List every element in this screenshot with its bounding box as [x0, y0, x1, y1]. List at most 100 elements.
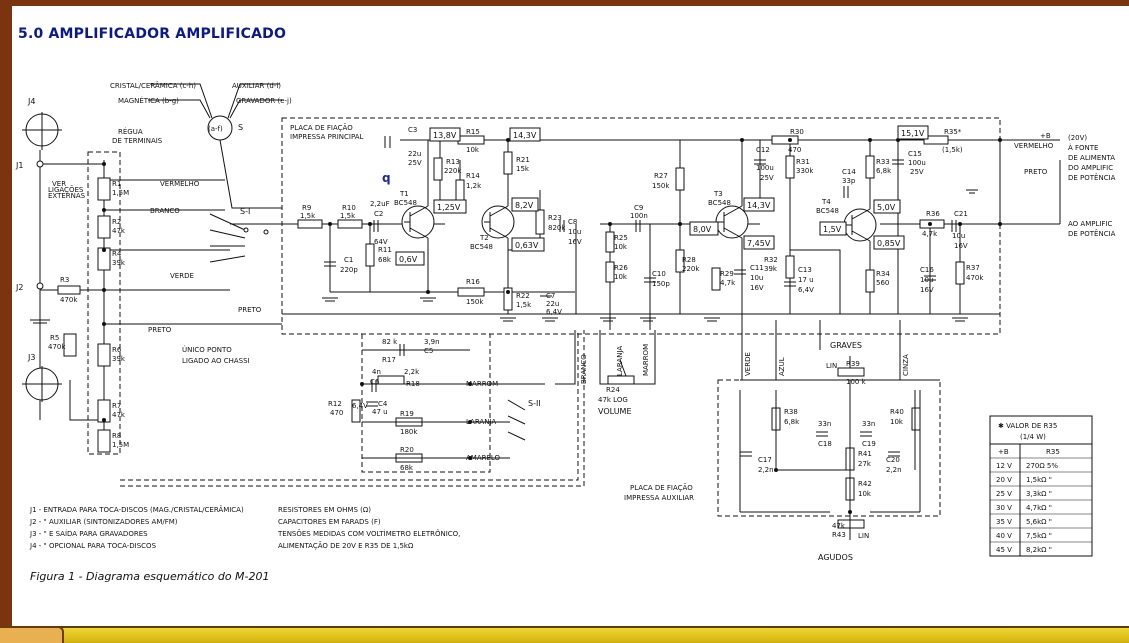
label-r12: R12 [328, 400, 342, 408]
wire-vermelho-out: VERMELHO [1014, 142, 1054, 150]
label-r6-value: 39k [112, 355, 126, 363]
label-regua: RÉGUA [118, 127, 143, 136]
label-fonte-1: (20V) [1068, 134, 1087, 142]
label-c3-value: 22u [408, 150, 421, 158]
r35-table-title: ✱ VALOR DE R35 [998, 422, 1057, 430]
label-r7: R7 [112, 402, 121, 410]
wire-branco: BRANCO [150, 207, 180, 215]
label-r17-value: 82 k [382, 338, 398, 346]
label-r8-value: 1,5M [112, 441, 129, 449]
connector-j1 [36, 160, 44, 168]
label-r3: R3 [60, 276, 69, 284]
legend-j4: J4 - " OPCIONAL PARA TOCA-DISCOS [29, 542, 157, 550]
label-t3-type: BC548 [708, 199, 731, 207]
label-t2-type: BC548 [470, 243, 493, 251]
label-r28: R28 [682, 256, 696, 264]
label-r27-value: 150k [652, 182, 670, 190]
label-placa-1: PLACA DE FIAÇÃO [290, 123, 353, 132]
legend-j2: J2 - " AUXILIAR (SINTONIZADORES AM/FM) [29, 518, 178, 526]
label-r1-value: 1,5M [112, 189, 129, 197]
wire-marrom: MARROM [466, 380, 498, 388]
label-c9-value: 100n [630, 212, 648, 220]
voltage-14-3a: 14,3V [513, 131, 537, 140]
voltage-8-2: 8,2V [515, 201, 534, 210]
label-r15-value: 10k [466, 146, 480, 154]
bottom-tab[interactable] [0, 626, 64, 643]
wire-azul-v: AZUL [778, 357, 786, 376]
label-r29: R29 [720, 270, 734, 278]
label-cristal: CRISTAL/CERÂMICA (c-h) [110, 81, 196, 90]
note-supply: ALIMENTAÇÃO DE 20V E R35 DE 1,5kΩ [278, 541, 414, 550]
label-r22: R22 [516, 292, 530, 300]
voltage-0-85: 0,85V [877, 239, 901, 248]
label-magnetica: MAGNÉTICA (b-g) [118, 96, 179, 105]
label-fonte-4: DO AMPLIFIC [1068, 164, 1113, 172]
label-c2-voltage: 64V [374, 238, 388, 246]
label-c1: C1 [344, 256, 353, 264]
terminal-strip-outline [87, 151, 121, 455]
label-r1: R1 [112, 180, 121, 188]
label-c20: C20 [886, 456, 900, 464]
label-c21: C21 [954, 210, 968, 218]
label-aux-1: PLACA DE FIAÇÃO [630, 483, 693, 492]
label-r25: R25 [614, 234, 628, 242]
label-r16: R16 [466, 278, 480, 286]
main-board-outline [281, 117, 1001, 335]
label-ver-1: VER [52, 180, 66, 188]
wire-preto: PRETO [238, 306, 262, 314]
label-r35-value: (1,5k) [942, 146, 963, 154]
wire-vermelho: VERMELHO [160, 180, 200, 188]
label-r41-value: 27k [858, 460, 872, 468]
label-plus-b: +B [1040, 132, 1051, 140]
label-c19: C19 [862, 440, 876, 448]
transistor-t4 [843, 208, 877, 242]
label-r20: R20 [400, 446, 414, 454]
label-r29-value: 4,7k [720, 279, 736, 287]
r35-row-4-b: 30 V [996, 504, 1012, 512]
label-c8: C8 [568, 218, 577, 226]
label-c7: C7 [546, 292, 555, 300]
voltage-7-45: 7,45V [747, 239, 771, 248]
label-r39: R39 [846, 360, 860, 368]
label-r10: R10 [342, 204, 356, 212]
label-c17-value: 2,2n [758, 466, 774, 474]
label-fonte-5: DE POTÊNCIA [1068, 173, 1116, 182]
label-r23: R23 [548, 214, 562, 222]
wire-laranja-v: LARANJA [616, 346, 624, 376]
label-r4: R4 [112, 250, 122, 258]
label-r24: R24 [606, 386, 620, 394]
label-c8-value: 10u [568, 228, 581, 236]
label-r37: R37 [966, 264, 980, 272]
label-r34: R34 [876, 270, 890, 278]
label-c15-value: 100u [908, 159, 926, 167]
label-r19: R19 [400, 410, 414, 418]
label-c3-voltage: 25V [408, 159, 422, 167]
label-selector-s: S [238, 123, 243, 132]
label-c16-voltage: 16V [920, 286, 934, 294]
label-fonte-2: À FONTE [1068, 143, 1099, 152]
label-r26-value: 10k [614, 273, 628, 281]
label-r10-value: 1,5k [340, 212, 356, 220]
label-c15-voltage: 25V [910, 168, 924, 176]
label-c9: C9 [634, 204, 643, 212]
label-r14: R14 [466, 172, 480, 180]
label-r36-value: 4,7k [922, 230, 938, 238]
shield-wire [120, 330, 579, 481]
label-t2: T2 [479, 234, 489, 242]
wire-laranja: LARANJA [466, 418, 496, 426]
wire-verde-v: VERDE [744, 352, 752, 376]
label-r15: R15 [466, 128, 480, 136]
voltage-14-3b: 14,3V [747, 201, 771, 210]
note-voltages: TENSÕES MEDIDAS COM VOLTÍMETRO ELETRÔNIC… [277, 529, 460, 538]
label-r43: R43 [832, 531, 846, 539]
label-r5: R5 [50, 334, 59, 342]
label-r25-value: 10k [614, 243, 628, 251]
label-c13: C13 [798, 266, 812, 274]
label-lin-agudos: LIN [858, 532, 869, 540]
wire-verde: VERDE [170, 272, 194, 280]
label-c11: C11 [750, 264, 764, 272]
label-ver-3: EXTERNAS [48, 192, 86, 200]
label-c15: C15 [908, 150, 922, 158]
label-c4-value: 47 u [372, 408, 388, 416]
label-c11-voltage: 16V [750, 284, 764, 292]
